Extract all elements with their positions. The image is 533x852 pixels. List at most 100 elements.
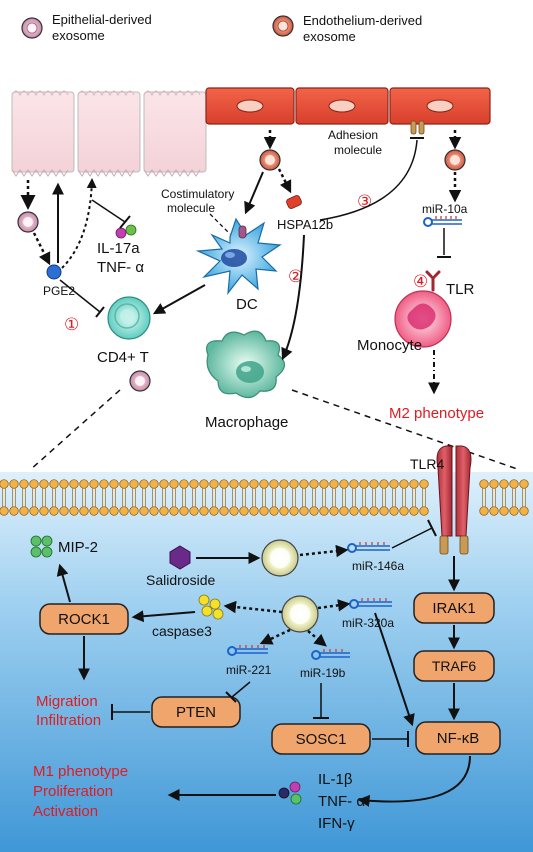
lipid-tail	[302, 488, 306, 507]
lipid-head	[479, 479, 489, 489]
node-pten: PTEN	[151, 696, 241, 728]
ifng-label: IFN-γ	[318, 815, 355, 832]
cell-membrane	[0, 479, 529, 516]
cytokine-purple-icon	[115, 227, 127, 239]
salidroside-icon	[169, 545, 191, 570]
lipid-tail	[522, 488, 526, 507]
lipid-tail	[422, 488, 426, 507]
lipid-head	[329, 479, 339, 489]
lipid-tail	[112, 488, 116, 507]
lipid-tail	[42, 488, 46, 507]
il17a-label: IL-17a	[97, 240, 140, 257]
lipid-head	[219, 506, 229, 516]
lipid-head	[509, 479, 519, 489]
lipid-head	[19, 479, 29, 489]
lipid-head	[419, 479, 429, 489]
lipid-head	[149, 479, 159, 489]
lipid-head	[359, 506, 369, 516]
adhesion-label-line2: molecule	[334, 143, 382, 157]
mir10a-label: miR-10a	[422, 202, 468, 216]
lipid-head	[139, 479, 149, 489]
lipid-head	[239, 479, 249, 489]
lipid-head	[279, 506, 289, 516]
exosome-epi-1	[17, 211, 39, 233]
tlr4-label: TLR4	[410, 456, 444, 472]
lipid-head	[519, 506, 529, 516]
tnfa-label: TNF- α	[318, 793, 365, 810]
lipid-tail	[172, 488, 176, 507]
node-nfkb: NF-κB	[415, 721, 501, 755]
lipid-head	[169, 479, 179, 489]
lipid-tail	[392, 488, 396, 507]
lipid-head	[59, 506, 69, 516]
lipid-tail	[52, 488, 56, 507]
lipid-tail	[202, 488, 206, 507]
lipid-tail	[262, 488, 266, 507]
cd4-t-cell	[107, 296, 151, 340]
adhesion-label-line1: Adhesion	[328, 128, 378, 142]
mip2-label: MIP-2	[58, 539, 98, 556]
lipid-tail	[372, 488, 376, 507]
endothelial-cells	[205, 87, 491, 125]
lipid-tail	[222, 488, 226, 507]
lipid-head	[29, 506, 39, 516]
lipid-head	[379, 506, 389, 516]
lipid-head	[109, 506, 119, 516]
lipid-tail	[332, 488, 336, 507]
lipid-head	[399, 506, 409, 516]
mip2-icon	[30, 535, 53, 558]
exosome-endo-1	[259, 149, 281, 171]
lipid-head	[119, 506, 129, 516]
exosome-salidroside	[261, 539, 299, 577]
cytokines-icon	[278, 781, 302, 805]
tlr-receptor-icon	[425, 270, 441, 292]
lipid-head	[179, 506, 189, 516]
lipid-head	[269, 506, 279, 516]
endothelium-legend-line1: Endothelium-derived	[303, 13, 422, 28]
mir146a-label: miR-146a	[352, 559, 404, 573]
epithelial-legend-line1: Epithelial-derived	[52, 12, 152, 27]
svg-text:ROCK1: ROCK1	[58, 611, 110, 628]
lipid-tail	[22, 488, 26, 507]
lipid-tail	[192, 488, 196, 507]
exosome-mac	[129, 370, 151, 392]
cd4-label: CD4+ T	[97, 349, 149, 366]
activation-label: Activation	[33, 803, 98, 820]
svg-text:PTEN: PTEN	[176, 704, 216, 721]
macrophage-label: Macrophage	[205, 414, 288, 431]
lipid-tail	[352, 488, 356, 507]
lipid-head	[199, 479, 209, 489]
lipid-head	[99, 506, 109, 516]
lipid-head	[159, 506, 169, 516]
lipid-tail	[102, 488, 106, 507]
lipid-head	[129, 506, 139, 516]
lipid-head	[289, 479, 299, 489]
pge2-icon	[46, 264, 62, 280]
lipid-head	[189, 506, 199, 516]
lipid-head	[479, 506, 489, 516]
lipid-head	[229, 479, 239, 489]
lipid-head	[209, 479, 219, 489]
lipid-head	[279, 479, 289, 489]
costim-label-line1: Costimulatory	[161, 187, 234, 201]
lipid-tail	[152, 488, 156, 507]
lipid-tail	[252, 488, 256, 507]
lipid-tail	[232, 488, 236, 507]
lipid-head	[489, 506, 499, 516]
lipid-head	[199, 506, 209, 516]
node-rock1: ROCK1	[39, 603, 129, 635]
lipid-head	[159, 479, 169, 489]
monocyte-cell	[394, 290, 452, 348]
step-4-label: ④	[413, 272, 428, 291]
svg-text:NF-κB: NF-κB	[437, 730, 480, 747]
lipid-head	[189, 479, 199, 489]
dendritic-cell	[195, 217, 282, 295]
lipid-head	[349, 479, 359, 489]
mir19b-hairpin-icon	[311, 649, 350, 660]
lipid-head	[309, 479, 319, 489]
lipid-head	[319, 506, 329, 516]
top-arrows	[20, 130, 462, 395]
lipid-tail	[92, 488, 96, 507]
lipid-head	[389, 506, 399, 516]
lipid-head	[339, 479, 349, 489]
